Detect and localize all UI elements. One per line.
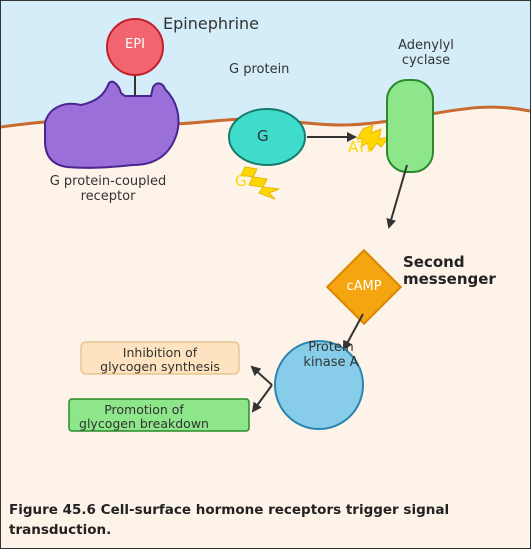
- camp-diamond: [325, 248, 403, 326]
- inhibition-box: [80, 341, 240, 375]
- second-messenger-label: Second messenger: [403, 253, 496, 289]
- g-small-label: G: [235, 172, 247, 190]
- inhibition-label: Inhibition of glycogen synthesis: [100, 345, 220, 375]
- epinephrine-label: Epinephrine: [163, 14, 259, 33]
- g-lightning-icon: [240, 166, 280, 200]
- promotion-box: [68, 398, 250, 432]
- adenylyl-cyclase-label: Adenylyl cyclase: [398, 38, 454, 68]
- epinephrine-molecule: [106, 18, 164, 76]
- arrow-pka-to-inhibition: [250, 365, 273, 386]
- figure-caption: Figure 45.6 Cell-surface hormone recepto…: [9, 501, 524, 540]
- camp-label: cAMP: [346, 279, 382, 294]
- g-label: G: [257, 127, 269, 145]
- g-protein-ellipse: [228, 108, 306, 166]
- adenylyl-cyclase-shape: [386, 79, 434, 173]
- figure-caption-text: Cell-surface hormone receptors trigger s…: [9, 502, 450, 538]
- arrow-camp-to-pka: [343, 313, 364, 351]
- epi-label: EPI: [125, 37, 145, 52]
- atp-label: ATP: [348, 138, 376, 156]
- promotion-label: Promotion of glycogen breakdown: [79, 402, 209, 432]
- receptor-protein-shape: [44, 80, 180, 169]
- arrow-pka-to-promotion: [251, 384, 273, 413]
- receptor-label: G protein-coupled receptor: [49, 174, 167, 204]
- g-protein-label: G protein: [229, 62, 290, 77]
- atp-lightning-icon: [356, 124, 391, 152]
- pka-label: Protein kinase A: [303, 340, 359, 370]
- protein-kinase-a-circle: [274, 340, 364, 430]
- figure-number: Figure 45.6: [9, 502, 96, 518]
- arrow-adenylyl-to-camp: [386, 164, 408, 229]
